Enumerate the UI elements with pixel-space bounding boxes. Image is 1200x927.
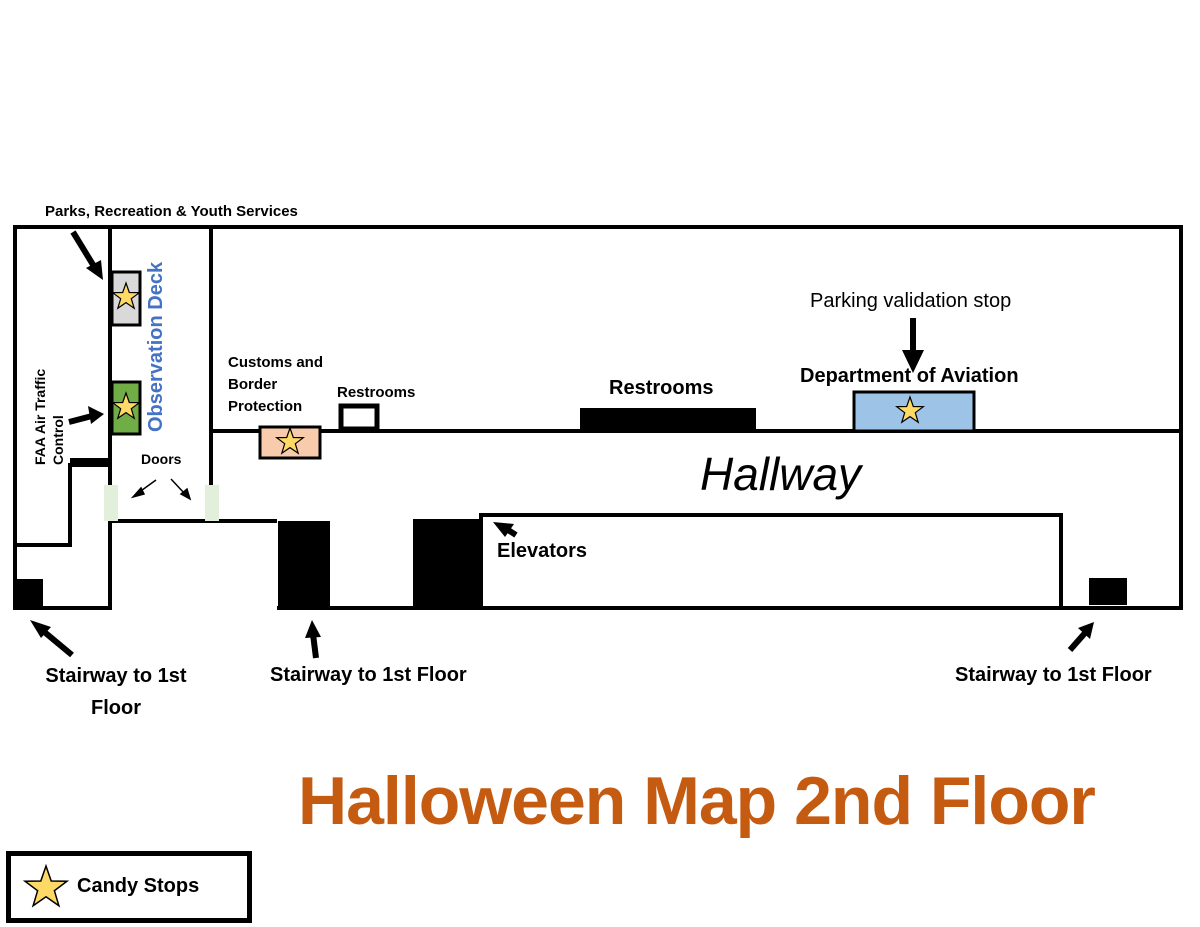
stairway-left-label: Stairway to 1st Floor	[45, 665, 187, 719]
observation-deck-label: Observation Deck	[145, 261, 167, 432]
restrooms-large-label: Restrooms	[609, 377, 714, 399]
restrooms-large[interactable]	[580, 408, 756, 431]
parking-validation-label: Parking validation stop	[810, 290, 1012, 312]
elevator-block[interactable]	[413, 519, 481, 608]
department-of-aviation-label: Department of Aviation	[800, 365, 1019, 387]
stairway-middle[interactable]	[278, 521, 330, 608]
restrooms-small-label: Restrooms	[337, 384, 416, 401]
faa-label: FAA Air Traffic Control	[32, 368, 66, 465]
door-left[interactable]	[104, 485, 118, 521]
door-right[interactable]	[205, 485, 219, 521]
elevators-label: Elevators	[497, 540, 588, 562]
arrows	[30, 230, 1094, 659]
legend-label: Candy Stops	[77, 875, 200, 897]
star-icon	[22, 864, 70, 908]
doors-label: Doors	[141, 451, 182, 467]
restrooms-small[interactable]	[338, 403, 380, 432]
legend: Candy Stops	[6, 851, 252, 923]
parks-recreation-label: Parks, Recreation & Youth Services	[45, 203, 298, 220]
faa-wall	[70, 458, 110, 466]
map-title: Halloween Map 2nd Floor	[298, 763, 1096, 839]
stairway-right[interactable]	[1089, 578, 1127, 605]
stairway-right-label: Stairway to 1st Floor	[955, 664, 1152, 686]
stairway-left[interactable]	[17, 579, 43, 608]
customs-label: Customs and Border Protection	[228, 354, 324, 415]
hallway-label: Hallway	[700, 448, 862, 500]
stairway-middle-label: Stairway to 1st Floor	[270, 664, 467, 686]
door-arrows	[130, 478, 192, 501]
